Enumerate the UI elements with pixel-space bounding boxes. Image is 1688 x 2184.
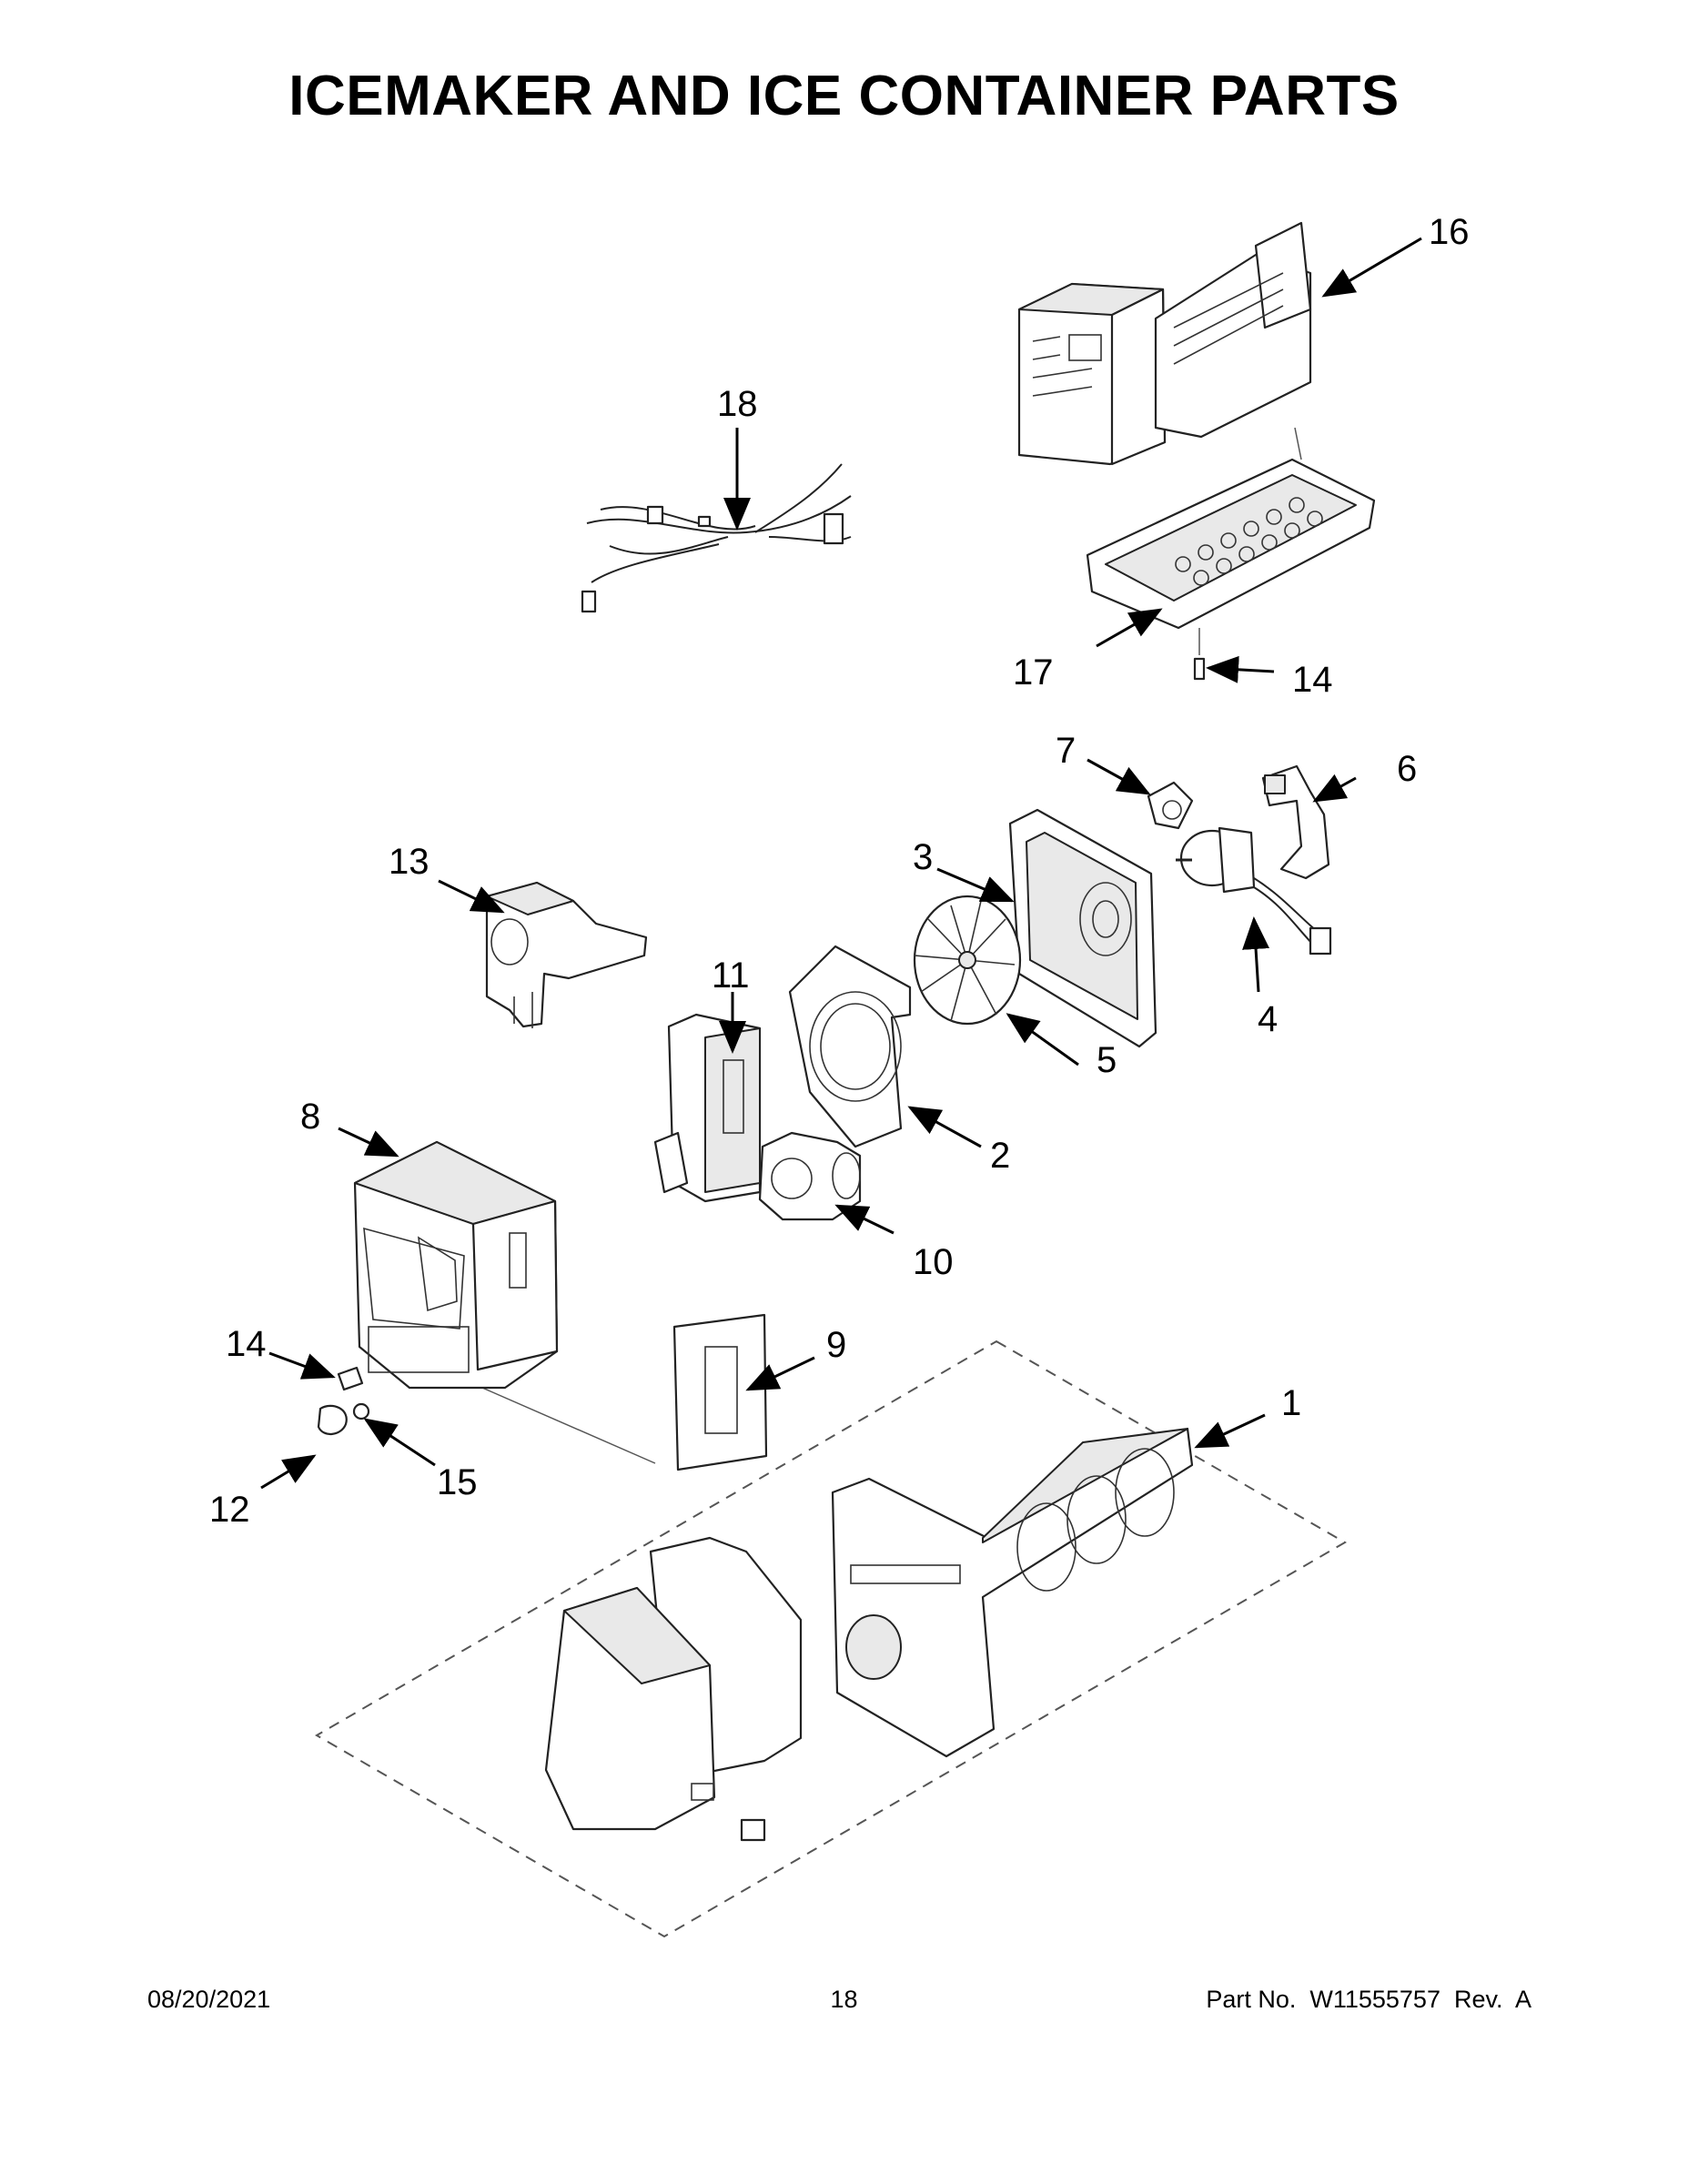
washer-part: [352, 1402, 370, 1421]
clip-part: [317, 1404, 348, 1435]
callout-14: 14: [226, 1324, 267, 1364]
callout-1: 1: [1281, 1383, 1301, 1423]
callout-leaders: [260, 237, 1422, 1490]
callout-14-top: 14: [1292, 660, 1333, 700]
callout-12: 12: [209, 1490, 250, 1530]
switch-housing-part: [653, 1013, 762, 1203]
housing-screw-part: [337, 1366, 364, 1391]
ice-container-outline: [315, 1340, 1347, 1938]
callout-8: 8: [300, 1097, 320, 1137]
callout-10: 10: [913, 1242, 954, 1282]
motor-mount-bracket-part: [1261, 764, 1330, 880]
ice-chute-part: [485, 881, 648, 1028]
icemaker-assembly-part: [1017, 221, 1312, 466]
footer-page-number: 18: [830, 1986, 858, 2013]
callout-2: 2: [990, 1136, 1010, 1176]
page-title: ICEMAKER AND ICE CONTAINER PARTS: [288, 65, 1400, 127]
callout-9: 9: [826, 1325, 846, 1365]
auger-motor-part: [758, 1131, 862, 1221]
duct-cover-part: [788, 945, 912, 1148]
fan-housing-part: [1008, 808, 1157, 1048]
fan-blade-part: [913, 895, 1022, 1026]
dispenser-housing-part: [353, 1140, 559, 1390]
callout-15: 15: [437, 1462, 478, 1502]
callout-labels: 16 18 17 14 7 6 3 13 4 11 5 8 2 10 9 14 …: [209, 212, 1470, 1530]
callout-5: 5: [1097, 1040, 1117, 1080]
footer-part-number: Part No. W11555757 Rev. A: [1206, 1986, 1531, 2013]
footer-date: 08/20/2021: [147, 1986, 271, 2013]
fan-motor-part: [1176, 826, 1332, 956]
auger-assembly-part: [831, 1427, 1194, 1758]
callout-13: 13: [389, 842, 430, 882]
callout-7: 7: [1056, 731, 1076, 771]
callout-18: 18: [717, 384, 758, 424]
callout-17: 17: [1013, 652, 1054, 693]
callout-11: 11: [712, 956, 750, 996]
ice-mold-tray-part: [1086, 427, 1376, 655]
tray-screw-part: [1193, 657, 1206, 681]
callout-4: 4: [1258, 999, 1278, 1039]
ice-bucket-part: [544, 1536, 803, 1842]
callout-16: 16: [1429, 212, 1470, 252]
callout-3: 3: [913, 837, 933, 877]
small-bracket-part: [1147, 781, 1194, 830]
wiring-harness-part: [581, 463, 852, 613]
callout-6: 6: [1397, 749, 1417, 789]
gasket-panel-part: [672, 1313, 768, 1471]
